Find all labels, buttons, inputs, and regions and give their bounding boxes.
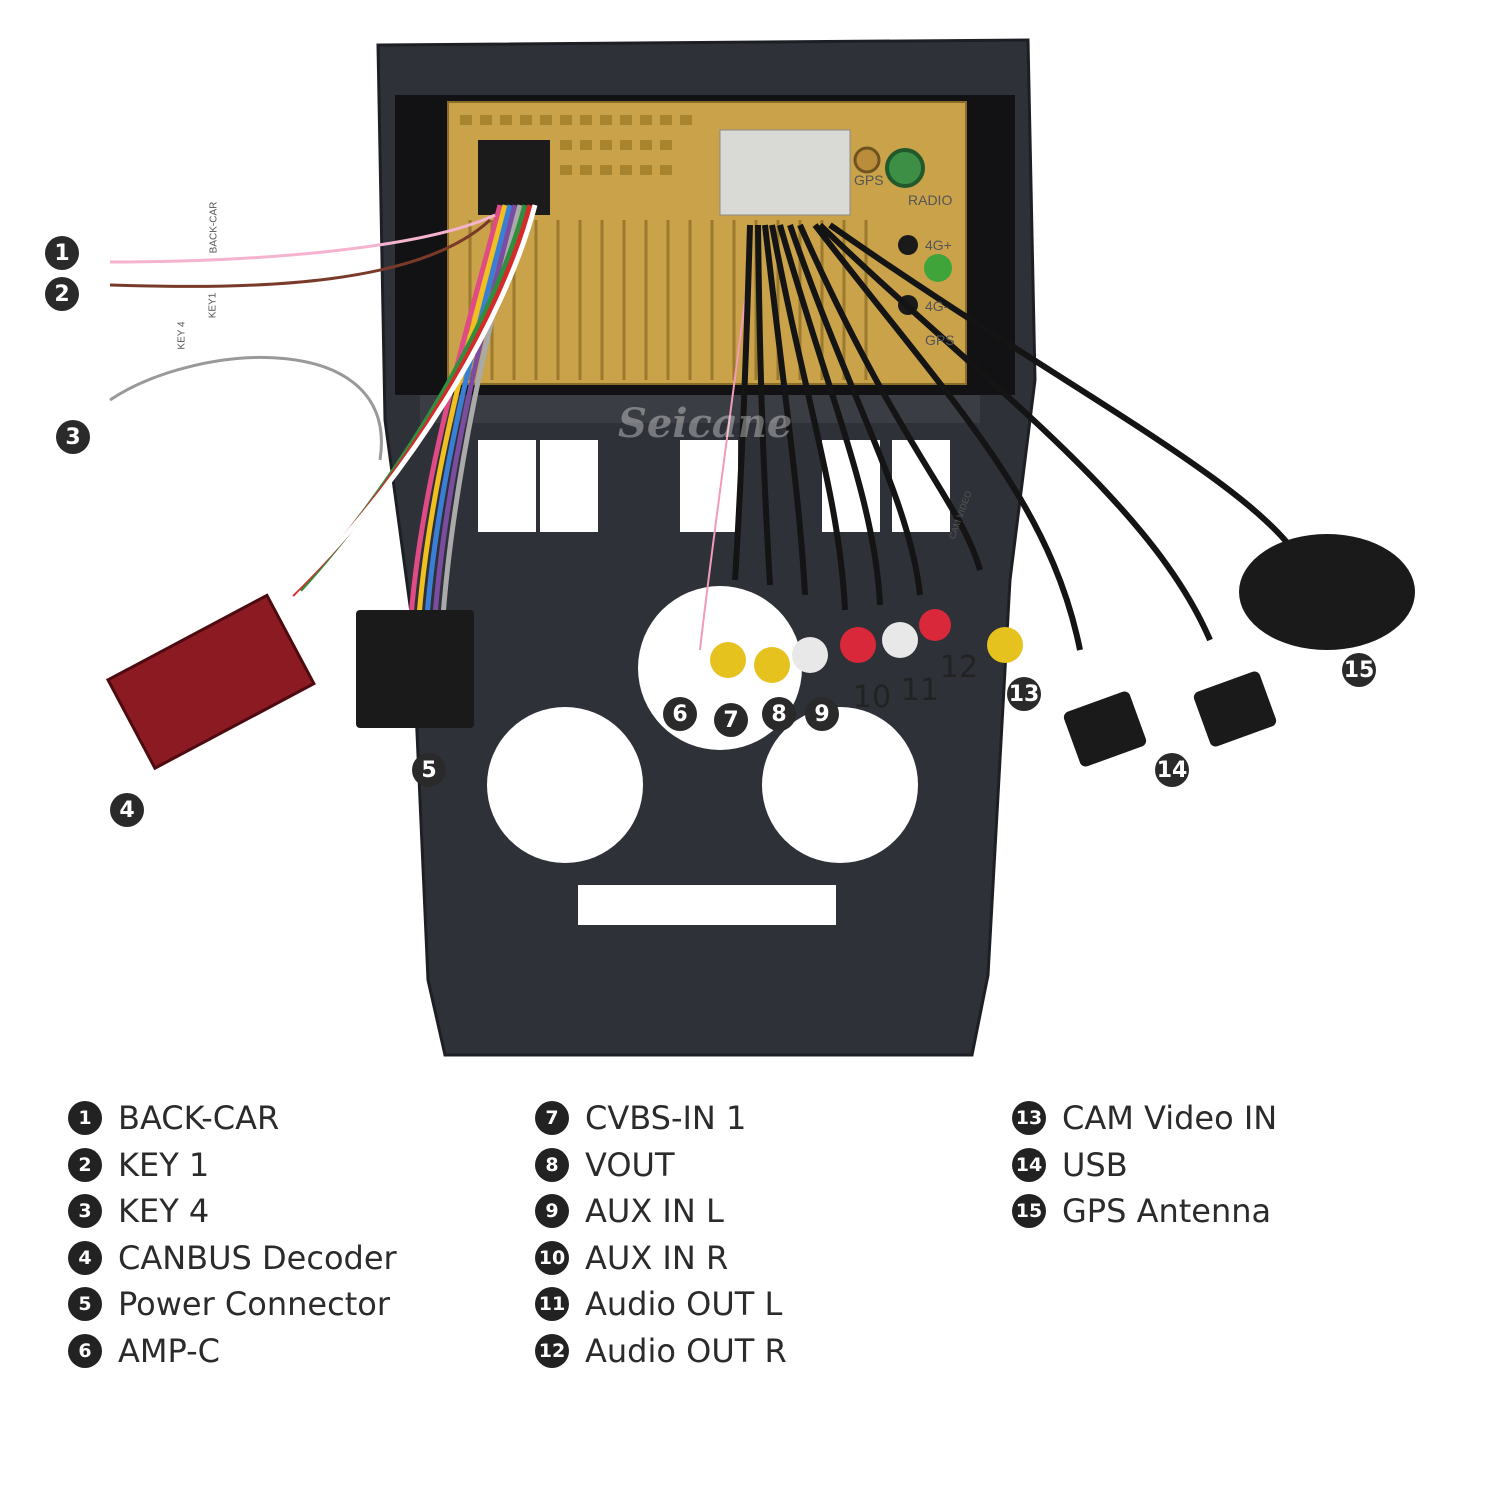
- canbus-decoder: [105, 593, 316, 771]
- legend-label: KEY 1: [118, 1145, 210, 1184]
- usb-plugs: [1063, 671, 1277, 767]
- power-connector: [356, 610, 474, 728]
- legend-number: 13: [1012, 1101, 1046, 1136]
- head-unit-illustration: [105, 38, 1415, 1057]
- legend-item: 14 USB: [1012, 1142, 1277, 1189]
- iso-socket: [478, 140, 550, 215]
- legend-label: GPS Antenna: [1062, 1192, 1272, 1231]
- key1-tag: KEY1: [207, 292, 219, 319]
- legend-number: 1: [68, 1101, 102, 1136]
- key4-tag: KEY 4: [176, 321, 188, 350]
- wire-bundle: [282, 204, 538, 631]
- amp-c-wire: [699, 299, 746, 651]
- legend-number: 3: [68, 1194, 102, 1229]
- lte-port-plus: [898, 235, 918, 255]
- legend-item: 2 KEY 1: [68, 1142, 397, 1189]
- legend-item: 11 Audio OUT L: [535, 1281, 787, 1328]
- legend-item: 7 CVBS-IN 1: [535, 1095, 787, 1142]
- av-socket-block: [719, 129, 851, 216]
- vent-hole-right: [762, 707, 918, 863]
- vent-hole-left: [487, 707, 643, 863]
- legend-item: 5 Power Connector: [68, 1281, 397, 1328]
- legend-number: 4: [68, 1240, 102, 1275]
- legend-label: CAM Video IN: [1062, 1099, 1278, 1138]
- legend-label: KEY 4: [118, 1192, 210, 1231]
- legend-label: BACK-CAR: [118, 1099, 280, 1138]
- legend-label: AUX IN R: [585, 1238, 729, 1277]
- gps-port: [853, 146, 881, 174]
- gps-side-label: GPS: [925, 332, 955, 348]
- callout-15: 15: [1342, 653, 1376, 687]
- watermark: Seicane: [618, 400, 793, 447]
- callout-11: 11: [900, 672, 940, 708]
- vent-grid: [460, 115, 692, 175]
- callout-3: 3: [56, 420, 90, 454]
- legend-label: Audio OUT L: [585, 1285, 783, 1324]
- lte-minus-label: 4G-: [925, 298, 949, 314]
- legend-number: 10: [535, 1240, 569, 1275]
- callout-10: 10: [852, 679, 892, 715]
- legend-item: 12 Audio OUT R: [535, 1328, 787, 1375]
- back-car-tag: BACK-CAR: [208, 201, 220, 254]
- legend-number: 14: [1012, 1147, 1046, 1182]
- callout-5: 5: [412, 753, 446, 787]
- legend-item: 9 AUX IN L: [535, 1188, 787, 1235]
- legend-item: 3 KEY 4: [68, 1188, 397, 1235]
- legend-column-2: 7 CVBS-IN 1 8 VOUT 9 AUX IN L 10 AUX IN R 11…: [535, 1095, 787, 1374]
- callout-6: 6: [663, 697, 697, 731]
- callout-1: 1: [45, 236, 79, 270]
- legend-number: 9: [535, 1194, 569, 1229]
- legend-label: AUX IN L: [585, 1192, 724, 1231]
- legend-item: 4 CANBUS Decoder: [68, 1235, 397, 1282]
- legend-label: AMP-C: [118, 1331, 220, 1370]
- back-car-wire: [109, 213, 496, 264]
- gps-antenna-puck: [1239, 534, 1415, 650]
- legend-item: 13 CAM Video IN: [1012, 1095, 1277, 1142]
- callout-13: 13: [1007, 677, 1041, 711]
- legend-item: 1 BACK-CAR: [68, 1095, 397, 1142]
- legend-label: Audio OUT R: [585, 1331, 787, 1370]
- legend-label: CVBS-IN 1: [585, 1099, 747, 1138]
- legend-number: 5: [68, 1287, 102, 1322]
- legend-number: 2: [68, 1147, 102, 1182]
- legend-label: USB: [1062, 1145, 1128, 1184]
- qc-pass-sticker: [924, 254, 952, 282]
- legend-number: 7: [535, 1101, 569, 1136]
- legend-label: Power Connector: [118, 1285, 390, 1324]
- legend-number: 15: [1012, 1194, 1046, 1229]
- lte-plus-label: 4G+: [925, 237, 952, 253]
- product-photo: Seicane GPS RADIO 4G+ 4G- GPS BACK-CAR K…: [45, 38, 1415, 1057]
- legend-number: 8: [535, 1147, 569, 1182]
- key4-wire: [109, 355, 383, 461]
- legend-item: 10 AUX IN R: [535, 1235, 787, 1282]
- legend-column-3: 13 CAM Video IN 14 USB 15 GPS Antenna: [1012, 1095, 1277, 1235]
- legend-item: 8 VOUT: [535, 1142, 787, 1189]
- legend-item: 6 AMP-C: [68, 1328, 397, 1375]
- key1-wire: [109, 218, 492, 288]
- legend-number: 11: [535, 1287, 569, 1322]
- gps-top-label: GPS: [854, 172, 884, 188]
- legend-number: 6: [68, 1333, 102, 1368]
- radio-port: [885, 148, 925, 188]
- callout-8: 8: [762, 697, 796, 731]
- rca-cables: [732, 222, 1303, 651]
- callout-2: 2: [45, 277, 79, 311]
- callout-12: 12: [939, 649, 979, 685]
- rca-plugs: [710, 609, 1023, 683]
- radio-label: RADIO: [908, 192, 953, 208]
- callout-14: 14: [1155, 753, 1189, 787]
- legend-number: 12: [535, 1333, 569, 1368]
- legend-label: CANBUS Decoder: [118, 1238, 397, 1277]
- callout-4: 4: [110, 793, 144, 827]
- legend-label: VOUT: [585, 1145, 675, 1184]
- legend-item: 15 GPS Antenna: [1012, 1188, 1277, 1235]
- lower-slot: [578, 885, 836, 925]
- callout-7: 7: [714, 703, 748, 737]
- callout-9: 9: [805, 697, 839, 731]
